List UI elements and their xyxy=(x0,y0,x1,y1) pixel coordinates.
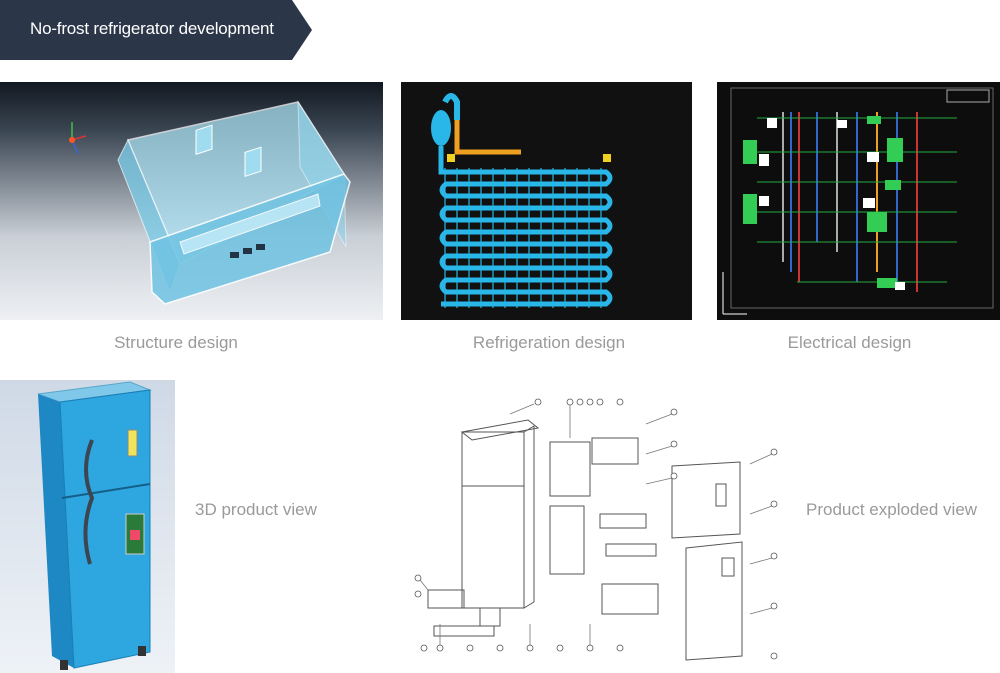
electrical-design-caption: Electrical design xyxy=(787,333,912,352)
banner-shape xyxy=(0,0,312,60)
crisper-drawer-drawing xyxy=(69,100,351,305)
3d-product-view-image xyxy=(0,380,175,673)
refrigerator-3d-drawing xyxy=(37,381,152,670)
refrigeration-design-image xyxy=(401,82,692,320)
refrigeration-design-caption: Refrigeration design xyxy=(472,333,626,352)
exploded-parts-drawing xyxy=(414,398,778,661)
section-banner: No-frost refrigerator development xyxy=(0,0,312,60)
structure-design-caption: Structure design xyxy=(114,333,238,352)
drawer-handle-slots xyxy=(230,244,265,258)
exploded-view-caption: Product exploded view xyxy=(806,500,978,519)
axis-gizmo-icon xyxy=(69,122,87,155)
electrical-design-image xyxy=(717,82,1000,320)
exploded-view-image xyxy=(410,394,785,670)
structure-design-image xyxy=(0,82,383,320)
3d-product-view-caption: 3D product view xyxy=(195,500,317,519)
axis-indicator-icon xyxy=(722,272,747,315)
condenser-coil-drawing xyxy=(431,93,613,308)
wiring-schematic-drawing xyxy=(722,87,994,315)
page-title: No-frost refrigerator development xyxy=(30,19,274,38)
